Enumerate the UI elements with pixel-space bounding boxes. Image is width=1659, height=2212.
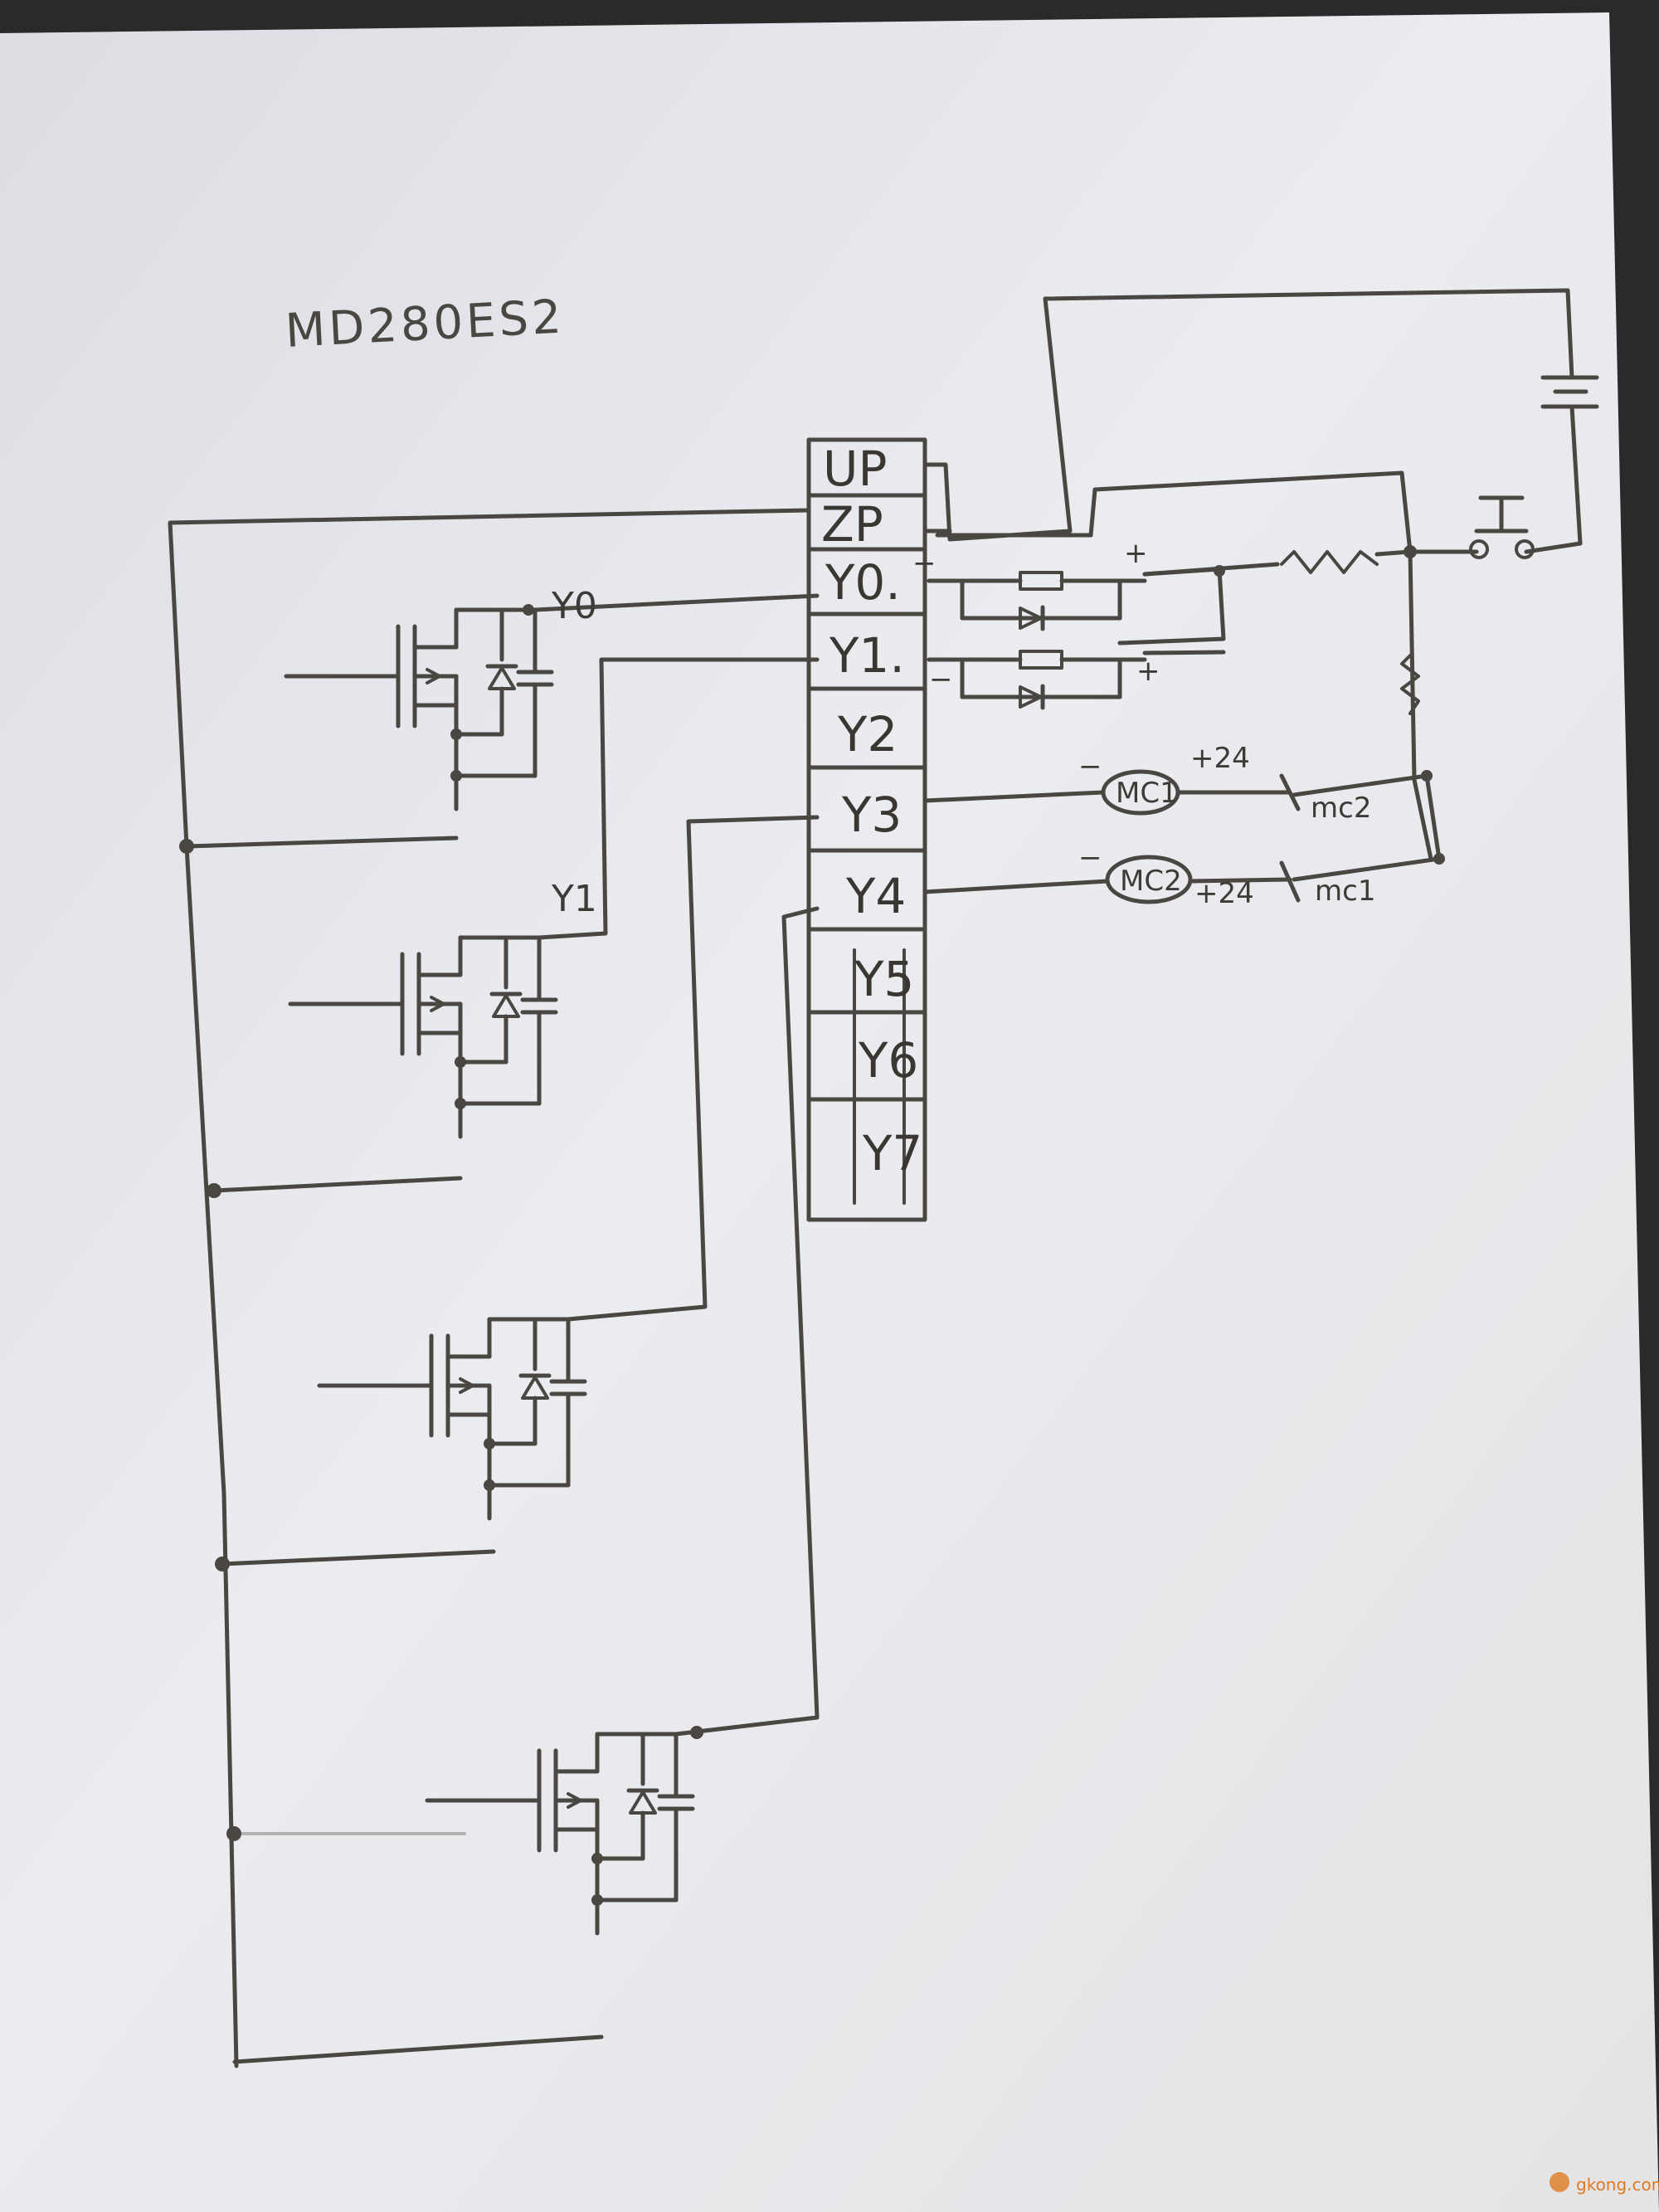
coil-mc2-label: MC2 [1120,865,1182,898]
main-bus-right [935,470,1433,861]
coil-mc1-interlock: mc2 [1311,792,1371,825]
terminal-y7: Y7 [862,1125,922,1182]
common-bus [168,508,811,2068]
y0-feed [1142,562,1280,577]
coil-mc1-label: MC1 [1116,777,1178,810]
terminal-y4: Y4 [845,868,906,924]
push-button-switch [1408,495,1535,559]
coil-mc2-supply: +24 [1194,877,1254,910]
terminal-zp: ZP [821,496,883,553]
coil-mc1-minus: − [1078,750,1102,783]
watermark-text: gkong.com [1576,2175,1659,2195]
terminal-y3: Y3 [841,787,902,843]
coil-mc2-circuit [922,773,1445,904]
y0-plus: + [1124,537,1148,570]
terminal-up: UP [823,441,887,497]
plc-terminal-block: UP ZP Y0. Y1. Y2 Y3 Y4 Y5 Y6 Y7 [806,437,927,1222]
y0-minus: − [912,547,937,580]
coil-mc1-supply: +24 [1190,742,1250,775]
terminal-y0: Y0. [825,554,901,611]
terminal-y1: Y1. [829,627,905,684]
output-wiring [523,593,820,1739]
coil-mc2-minus: − [1078,841,1102,875]
watermark-logo-icon [1550,2172,1569,2192]
terminal-y5: Y5 [854,951,914,1007]
mosfet-label-y1: Y1 [551,878,597,920]
y1-plus: + [1136,655,1160,688]
y1-feed [1142,650,1226,655]
coil-mc1-circuit [922,769,1433,816]
y1-minus: − [929,663,953,696]
coil-mc2-interlock: mc1 [1315,875,1375,908]
terminal-y6: Y6 [858,1032,918,1089]
paper-sheet [0,12,1659,2212]
mosfet-label-y0: Y0 [551,585,597,627]
power-supply-circuit [922,288,1599,554]
terminal-y2: Y2 [837,706,898,763]
